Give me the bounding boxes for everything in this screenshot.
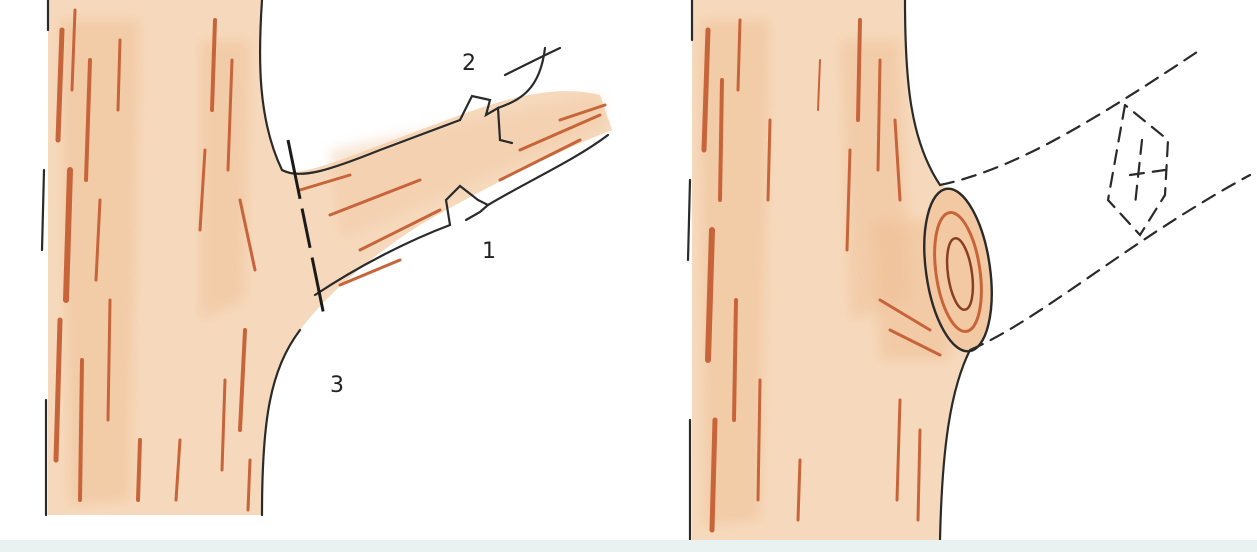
label-cut-3: 3 [330,373,344,398]
right-panel-pruned-stub [688,0,1250,540]
left-panel-branch-cuts: 2 1 3 [42,0,612,515]
label-cut-1: 1 [482,239,496,264]
label-cut-2: 2 [462,51,476,76]
bottom-strip [0,540,1257,552]
